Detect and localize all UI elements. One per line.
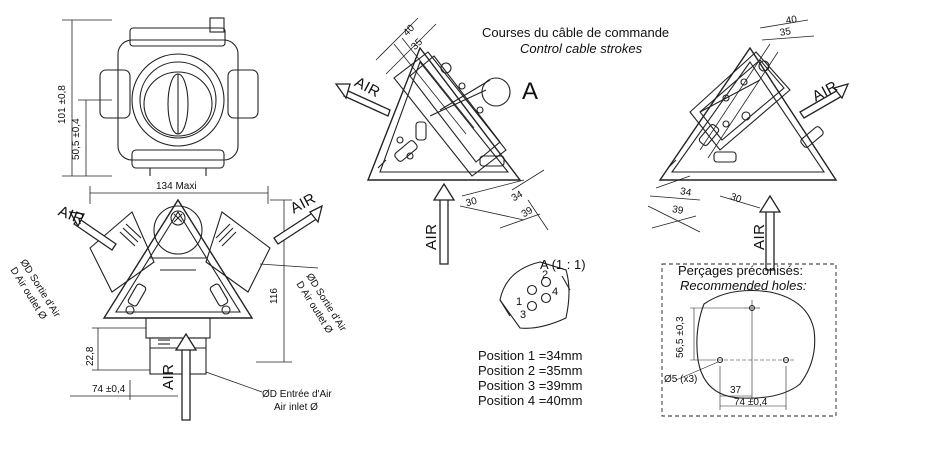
strokes-left-dims [375, 17, 549, 231]
main-view-air-arrows [68, 204, 323, 421]
hole-number-1: 1 [516, 296, 523, 308]
inlet-label-fr: ØD Entrée d'Air [262, 389, 332, 400]
main-view [89, 198, 271, 375]
hole-number-4: 4 [552, 286, 559, 298]
holes-diameter-dim: Ø5 (x3) [664, 374, 698, 385]
strokes-right-34: 34 [679, 186, 693, 199]
strokes-right-view [658, 46, 838, 181]
front-height-half: 50,5 ±0,4 [71, 118, 82, 160]
title-english: Control cable strokes [520, 41, 643, 56]
air-label-inlet: AIR [160, 363, 177, 390]
strokes-left-air-arrows [334, 83, 456, 265]
strokes-right-39: 39 [671, 204, 685, 217]
hole-number-3: 3 [520, 309, 527, 321]
position-1: Position 1 =34mm [478, 348, 583, 363]
recommended-holes [661, 263, 837, 417]
main-height: 116 [269, 288, 280, 304]
strokes-right-40: 40 [785, 14, 798, 27]
strokes-left-view [366, 46, 522, 181]
hole-number-2: 2 [542, 269, 549, 281]
position-3: Position 3 =39mm [478, 378, 583, 393]
strokes-right-35: 35 [779, 26, 792, 39]
main-offset: 74 ±0,4 [92, 384, 126, 395]
inlet-label-en: Air inlet Ø [274, 402, 318, 413]
holes-height-dim: 56,5 ±0,3 [675, 316, 686, 358]
position-4: Position 4 =40mm [478, 393, 583, 408]
main-width: 134 Maxi [156, 181, 197, 192]
title-french: Courses du câble de commande [482, 25, 670, 40]
front-height-total: 101 ±0,8 [57, 85, 68, 124]
recommended-holes-fr: Perçages préconisés: [678, 263, 804, 278]
strokes-right-air-arrows [758, 82, 850, 271]
main-view-dims [70, 186, 319, 400]
air-label-strokes-left-inlet: AIR [423, 223, 440, 250]
detail-a [499, 261, 571, 329]
detail-marker: A [522, 78, 539, 105]
strokes-right-dims [647, 19, 815, 233]
recommended-holes-en: Recommended holes: [680, 278, 807, 293]
holes-width-short-dim: 37 [730, 385, 742, 396]
front-view [99, 17, 259, 176]
front-view-dims [62, 19, 112, 177]
air-label-strokes-right-inlet: AIR [751, 223, 768, 250]
detail-label: A (1 : 1) [540, 257, 586, 272]
position-2: Position 2 =35mm [478, 363, 583, 378]
main-base: 22,8 [85, 346, 96, 366]
holes-width-long-dim: 74 ±0,4 [734, 397, 768, 408]
